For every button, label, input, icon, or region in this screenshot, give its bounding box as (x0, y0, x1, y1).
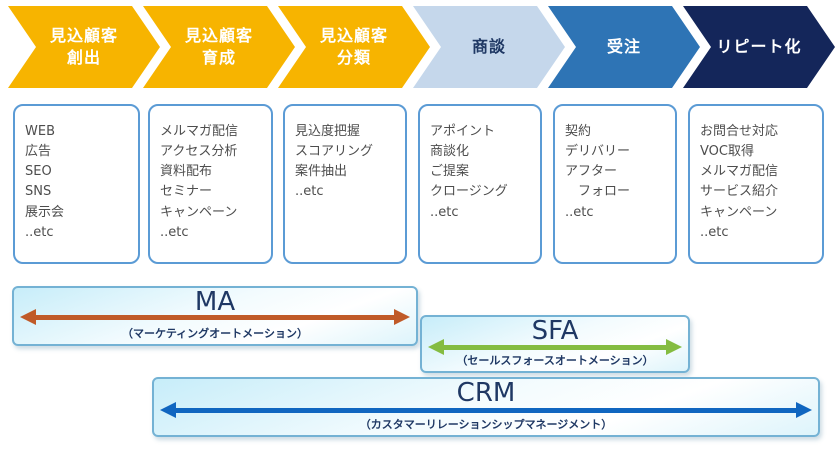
crm-double-arrow-icon (160, 402, 812, 418)
detail-items: 契約 デリバリー アフター フォロー ..etc (565, 124, 631, 220)
ma-caption: （マーケティングオートメーション） (122, 327, 308, 340)
left-arrowhead-icon (428, 339, 444, 355)
detail-items: 見込度把握 スコアリング 案件抽出 ..etc (295, 124, 374, 200)
detail-items: アポイント 商談化 ご提案 クロージング ..etc (430, 124, 508, 220)
sfa-double-arrow-icon (428, 339, 682, 355)
stage-chevron-lead-qualification: 見込顧客 分類 (278, 6, 430, 88)
detail-box-negotiation: アポイント 商談化 ご提案 クロージング ..etc (418, 104, 542, 264)
detail-box-repeat: お問合せ対応 VOC取得 メルマガ配信 サービス紹介 キャンペーン ..etc (688, 104, 824, 264)
right-arrowhead-icon (796, 402, 812, 418)
arrow-shaft (444, 345, 666, 350)
stage-chevron-lead-creation: 見込顧客 創出 (8, 6, 160, 88)
stage-chevron-order: 受注 (548, 6, 700, 88)
stage-label: 見込顧客 育成 (184, 26, 253, 67)
detail-items: お問合せ対応 VOC取得 メルマガ配信 サービス紹介 キャンペーン ..etc (700, 124, 779, 240)
right-arrowhead-icon (394, 309, 410, 325)
stage-chevron-repeat: リピート化 (683, 6, 835, 88)
ma-coverage-bar: MA （マーケティングオートメーション） (12, 286, 418, 346)
detail-box-order: 契約 デリバリー アフター フォロー ..etc (553, 104, 677, 264)
left-arrowhead-icon (160, 402, 176, 418)
stage-label: 見込顧客 分類 (319, 26, 388, 67)
detail-items: WEB 広告 SEO SNS 展示会 ..etc (25, 124, 65, 240)
crm-caption: （カスタマーリレーションシップマネージメント） (359, 418, 613, 431)
stage-chevron-negotiation: 商談 (413, 6, 565, 88)
right-arrowhead-icon (666, 339, 682, 355)
ma-title: MA (194, 287, 236, 317)
detail-box-lead-nurturing: メルマガ配信 アクセス分析 資料配布 セミナー キャンペーン ..etc (148, 104, 273, 264)
crm-coverage-bar: CRM （カスタマーリレーションシップマネージメント） (152, 377, 820, 437)
detail-box-lead-creation: WEB 広告 SEO SNS 展示会 ..etc (13, 104, 140, 264)
stage-label: 見込顧客 創出 (49, 26, 118, 67)
left-arrowhead-icon (20, 309, 36, 325)
sfa-caption: （セールスフォースオートメーション） (456, 354, 654, 367)
ma-double-arrow-icon (20, 309, 410, 325)
arrow-shaft (176, 408, 796, 413)
detail-box-lead-qualification: 見込度把握 スコアリング 案件抽出 ..etc (283, 104, 407, 264)
sfa-coverage-bar: SFA （セールスフォースオートメーション） (420, 315, 690, 373)
stage-label: 商談 (471, 37, 506, 57)
crm-title: CRM (456, 378, 516, 408)
detail-items: メルマガ配信 アクセス分析 資料配布 セミナー キャンペーン ..etc (160, 124, 239, 240)
sfa-title: SFA (531, 316, 579, 346)
stage-chevron-lead-nurturing: 見込顧客 育成 (143, 6, 295, 88)
stage-label: リピート化 (716, 37, 802, 57)
arrow-shaft (36, 315, 394, 320)
stage-label: 受注 (606, 37, 641, 57)
